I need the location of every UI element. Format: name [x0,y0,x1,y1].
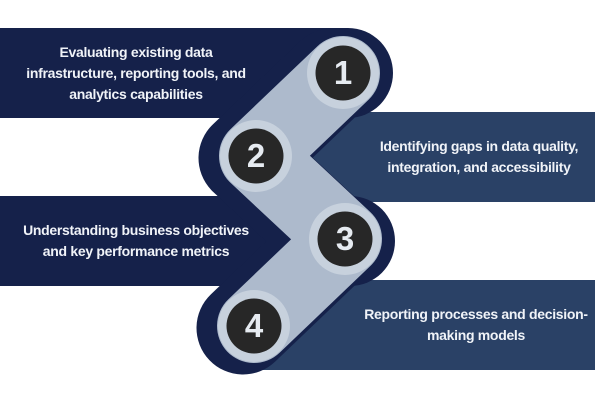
step-4-circle [226,298,282,354]
zigzag-ribbon [217,36,382,363]
step-3-label: Understanding business objectives and ke… [23,222,249,259]
step-1-label: Evaluating existing data infrastructure,… [26,43,246,102]
step-4-label: Reporting processes and decision- making… [364,306,588,343]
step-3-circle [317,211,373,267]
step-2-label: Identifying gaps in data quality, integr… [379,138,579,175]
step-1-circle [315,45,371,101]
step-2-circle [228,128,284,184]
